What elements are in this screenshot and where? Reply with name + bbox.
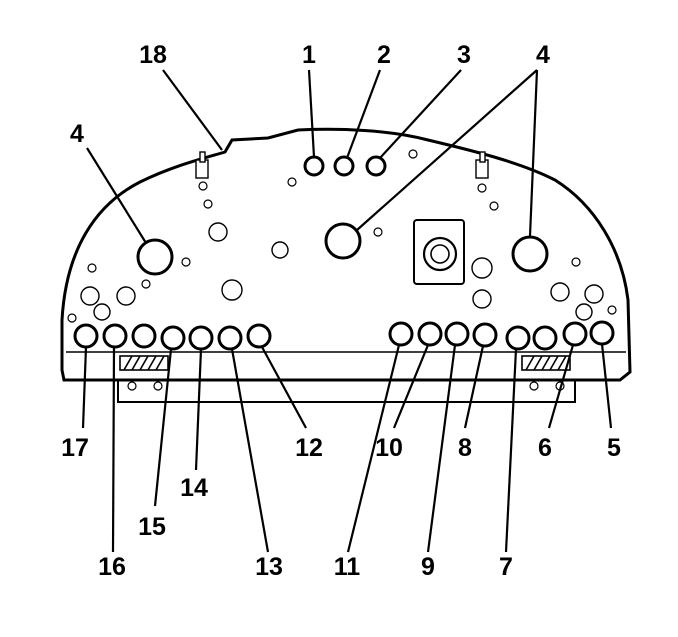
bulb-9 xyxy=(444,321,470,347)
hatched-terminal-left xyxy=(119,355,169,391)
callout-15: 15 xyxy=(138,513,166,541)
callout-4-right: 4 xyxy=(536,41,550,69)
housing-lower-flange xyxy=(117,380,576,403)
callout-13: 13 xyxy=(255,553,283,581)
callout-12: 12 xyxy=(295,434,323,462)
callout-4-left: 4 xyxy=(70,120,84,148)
callout-2: 2 xyxy=(377,41,391,69)
bulb-5 xyxy=(589,320,615,346)
callout-11: 11 xyxy=(334,553,361,581)
callout-7: 7 xyxy=(499,553,513,581)
bulb-3 xyxy=(365,155,387,177)
bulb-13 xyxy=(217,325,243,351)
callout-14: 14 xyxy=(180,474,208,502)
callout-8: 8 xyxy=(458,434,472,462)
mounting-stud-left xyxy=(195,151,209,191)
bulb-11 xyxy=(388,321,414,347)
bulb-14 xyxy=(188,325,214,351)
callout-6: 6 xyxy=(538,434,552,462)
callout-1: 1 xyxy=(302,41,316,69)
hatched-terminal-right xyxy=(521,355,571,391)
bulb-8 xyxy=(472,322,498,348)
gauge-socket-right xyxy=(511,235,549,273)
bulb-12 xyxy=(246,323,272,349)
mounting-stud-right xyxy=(475,151,489,193)
callout-16: 16 xyxy=(98,553,126,581)
leader-lines xyxy=(81,69,613,553)
bulb-2 xyxy=(333,155,355,177)
bulb-spare-a xyxy=(131,323,157,349)
bulb-17 xyxy=(73,323,99,349)
gauge-socket-center xyxy=(324,222,362,260)
callout-10: 10 xyxy=(375,434,403,462)
callout-3: 3 xyxy=(457,41,471,69)
callout-17: 17 xyxy=(61,434,89,462)
bulb-7 xyxy=(505,325,531,351)
gauge-socket-left xyxy=(136,238,174,276)
callout-9: 9 xyxy=(421,553,435,581)
bulb-6 xyxy=(562,321,588,347)
connector-socket xyxy=(413,219,465,285)
board-holes xyxy=(67,149,617,323)
bulb-15 xyxy=(160,325,186,351)
bulb-spare-b xyxy=(532,325,558,351)
bulb-10 xyxy=(417,321,443,347)
callout-5: 5 xyxy=(607,434,621,462)
bulb-16 xyxy=(102,323,128,349)
callout-18: 18 xyxy=(139,41,167,69)
bulb-1 xyxy=(303,155,325,177)
